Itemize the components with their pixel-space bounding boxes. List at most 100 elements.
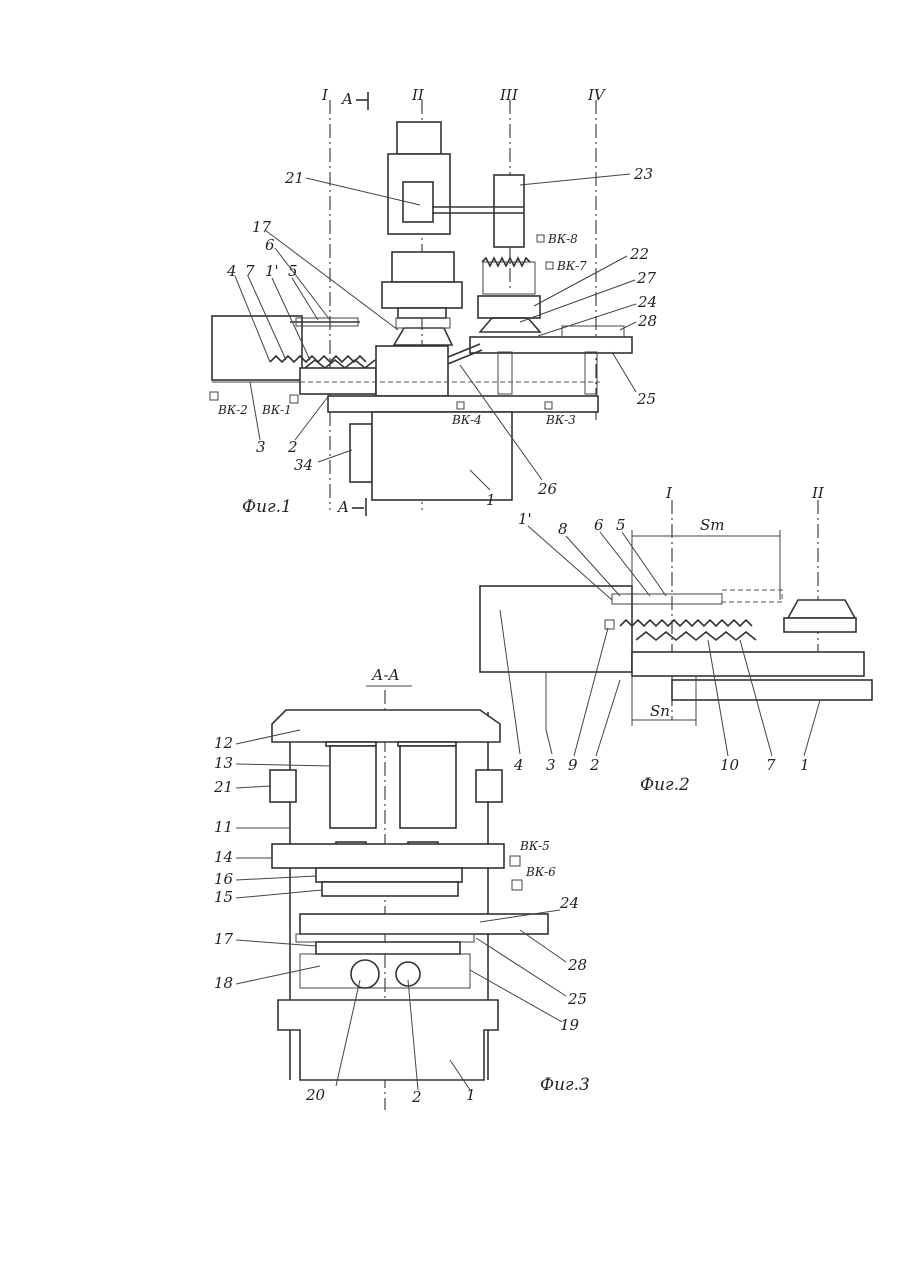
part-number: 28 — [567, 956, 587, 974]
die-block — [376, 346, 448, 396]
switch-label: ВК-7 — [556, 259, 587, 273]
press-head — [382, 282, 462, 308]
die-17 — [316, 942, 460, 954]
die-17 — [394, 328, 452, 345]
switch-label: ВК-6 — [525, 865, 556, 879]
part-number: 17 — [214, 930, 234, 948]
part-number: 19 — [560, 1016, 580, 1034]
cylinder-13 — [400, 746, 456, 828]
head-22 — [478, 296, 540, 318]
axis-label: II — [411, 86, 425, 104]
switch-label: ВК-5 — [519, 839, 550, 853]
part-number: 5 — [616, 516, 626, 534]
figure-2: I II Sт Sп — [480, 484, 872, 795]
section-mark-bottom: A — [336, 498, 349, 516]
guide-21 — [476, 770, 502, 802]
part-number: 5 — [288, 262, 298, 280]
slide-2 — [300, 368, 376, 394]
axis-label: I — [665, 484, 673, 502]
switch-label: ВК-1 — [261, 403, 292, 417]
part-number: 27 — [636, 269, 657, 287]
shaft-20 — [351, 960, 379, 988]
switch-label: ВК-2 — [217, 403, 248, 417]
part-number: 9 — [568, 756, 578, 774]
part-number: 24 — [559, 894, 579, 912]
part-number: 23 — [633, 165, 653, 183]
part-number: 26 — [537, 480, 558, 498]
figure-caption: Фиг.2 — [640, 775, 690, 795]
part-number: 1 — [800, 756, 810, 774]
switch-box — [512, 880, 522, 890]
part-number: 21 — [284, 169, 304, 187]
rack — [636, 632, 756, 640]
punch-15 — [322, 882, 458, 896]
crossbeam-12 — [272, 710, 500, 742]
dimension-label: Sп — [650, 702, 670, 720]
part-number: 28 — [637, 312, 657, 330]
spring-7 — [620, 620, 752, 626]
switch-box — [537, 235, 544, 242]
switch-label: ВК-8 — [547, 232, 578, 246]
switch-label: ВК-4 — [451, 413, 482, 427]
body-1 — [372, 412, 512, 500]
drive-23 — [494, 175, 524, 247]
part-number: 20 — [305, 1086, 326, 1104]
post — [498, 352, 512, 394]
press-plate — [398, 308, 446, 318]
switch-box — [210, 392, 218, 400]
part-number: 1 — [466, 1086, 476, 1104]
part-number: 18 — [214, 974, 233, 992]
part-number: 3 — [546, 756, 556, 774]
part-number: 8 — [558, 520, 568, 538]
part-number: 1 — [486, 491, 496, 509]
axis-label: III — [499, 86, 519, 104]
part-number: 2 — [411, 1088, 422, 1106]
section-mark-top: A — [340, 90, 353, 108]
base-1 — [672, 680, 872, 700]
part-number: 4 — [226, 262, 237, 280]
part-number: 7 — [245, 262, 255, 280]
housing-4 — [212, 316, 302, 380]
base-1 — [278, 1000, 498, 1080]
spring-housing — [483, 262, 535, 294]
axis-label: I — [321, 86, 329, 104]
part-number: 2 — [287, 438, 298, 456]
dimension-label: Sт — [700, 516, 725, 534]
die-pad — [396, 318, 450, 328]
part-number: 1' — [265, 262, 279, 280]
part-number: 6 — [594, 516, 604, 534]
part-number: 12 — [214, 734, 233, 752]
die-plate — [784, 618, 856, 632]
switch-box — [510, 856, 520, 866]
motor-34 — [350, 424, 372, 482]
base-plate — [328, 396, 598, 412]
part-number: 25 — [636, 390, 656, 408]
part-number: 11 — [214, 818, 233, 836]
part-number: 14 — [214, 848, 233, 866]
part-number: 3 — [256, 438, 266, 456]
plate-16 — [316, 868, 462, 882]
part-number: 22 — [629, 245, 649, 263]
part-number: 21 — [213, 778, 233, 796]
part-number: 4 — [513, 756, 524, 774]
part-number: 15 — [214, 888, 233, 906]
section-title: А-А — [371, 666, 400, 684]
axis-label: IV — [587, 86, 607, 104]
part-number: 34 — [294, 456, 313, 474]
part-number: 1' — [518, 510, 532, 528]
axis-label: II — [811, 484, 825, 502]
slide-2 — [632, 652, 864, 676]
figure-1: I II III IV A A — [210, 86, 657, 517]
motor-top — [397, 122, 441, 154]
part-number: 7 — [766, 756, 776, 774]
switch-box — [546, 262, 553, 269]
slider-ghost — [722, 590, 782, 602]
part-number: 10 — [720, 756, 740, 774]
slide-14 — [272, 844, 504, 868]
figure-caption: Фиг.3 — [540, 1075, 590, 1095]
part-number: 17 — [252, 218, 272, 236]
part-number: 6 — [265, 236, 275, 254]
switch-label: ВК-3 — [545, 413, 576, 427]
